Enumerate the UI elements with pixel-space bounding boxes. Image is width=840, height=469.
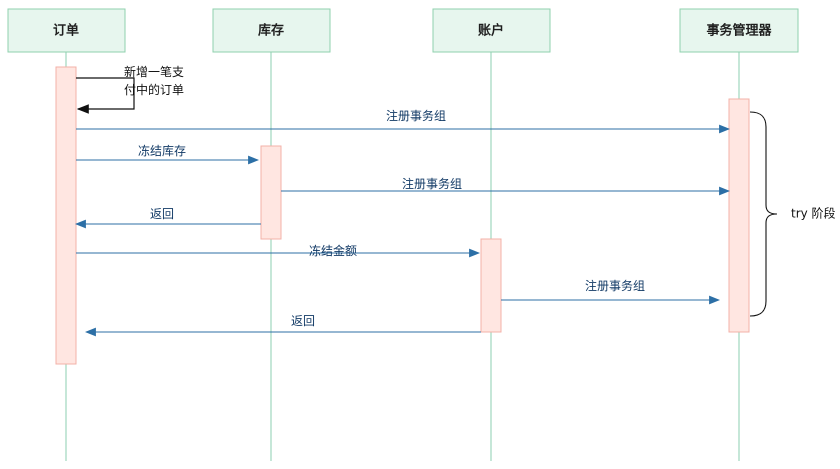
- message-inventory-to-tm-label: 注册事务组: [402, 176, 462, 191]
- message-account-to-order-label: 返回: [291, 314, 315, 328]
- self-message-label-line-1: 新增一笔支: [124, 64, 184, 79]
- activation-account: [480, 238, 502, 333]
- participant-order-box: [7, 8, 126, 53]
- participant-order-label: 订单: [53, 23, 79, 39]
- message-inventory-to-order-label: 返回: [150, 207, 174, 221]
- participant-account: 账户: [432, 8, 551, 53]
- self-message-label-line-2: 付中的订单: [124, 82, 184, 97]
- message-order-to-tm-label: 注册事务组: [386, 108, 446, 123]
- message-account-to-tm-label: 注册事务组: [585, 278, 645, 293]
- activation-inventory: [260, 145, 282, 240]
- participant-transaction-manager-box: [679, 8, 799, 53]
- participant-inventory: 库存: [212, 8, 331, 53]
- participant-transaction-manager-label: 事务管理器: [706, 23, 772, 39]
- participant-account-box: [432, 8, 551, 53]
- participant-transaction-manager: 事务管理器: [679, 8, 799, 53]
- participant-order: 订单: [7, 8, 126, 53]
- message-order-to-inventory-label: 冻结库存: [138, 143, 186, 158]
- try-phase-label: try 阶段: [791, 206, 836, 221]
- try-phase-brace: [749, 111, 778, 317]
- message-order-to-account-label: 冻结金额: [309, 243, 357, 258]
- participant-inventory-label: 库存: [258, 23, 284, 39]
- activation-transaction-manager: [728, 98, 750, 333]
- activation-order: [55, 66, 77, 365]
- participant-account-label: 账户: [478, 23, 504, 39]
- participant-inventory-box: [212, 8, 331, 53]
- self-message-arrow: [76, 77, 135, 114]
